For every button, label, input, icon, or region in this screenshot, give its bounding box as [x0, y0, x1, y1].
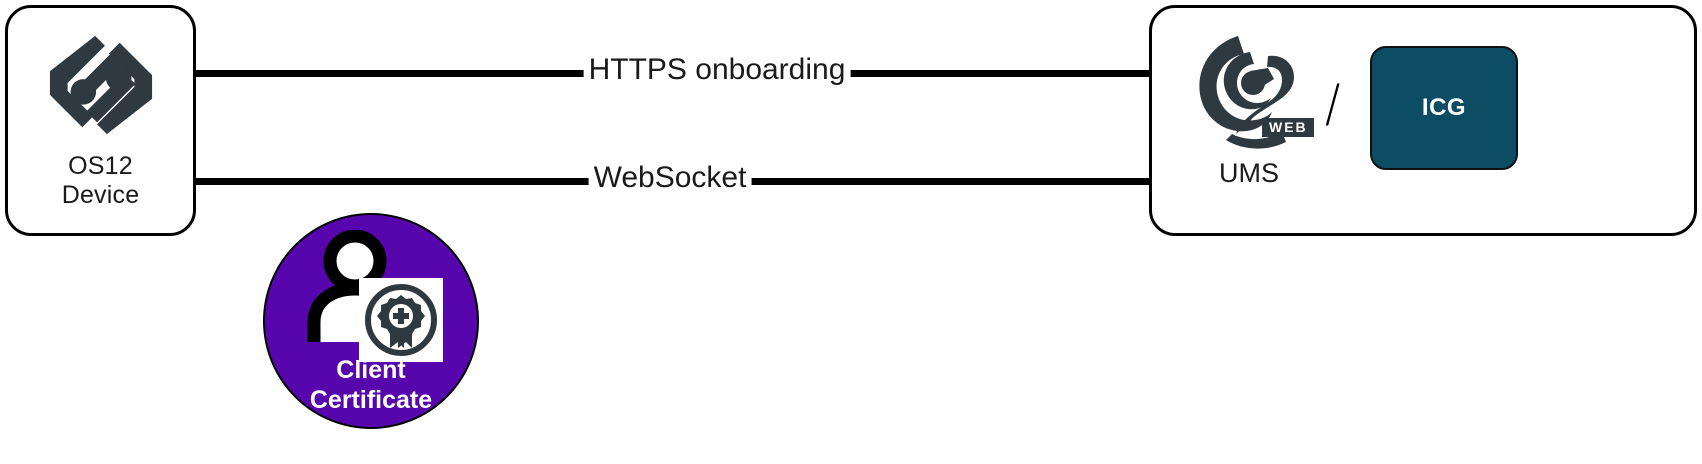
node-os12-label: OS12 Device	[8, 152, 193, 210]
node-ums-label: UMS	[1219, 158, 1279, 188]
node-os12-device[interactable]: OS12 Device	[5, 5, 196, 236]
ums-web-logo-icon	[1190, 30, 1316, 150]
ums-icg-separator: /	[1325, 71, 1340, 139]
node-icg-label: ICG	[1421, 94, 1467, 121]
node-icg[interactable]: ICG	[1370, 46, 1518, 170]
edge-websocket-label: WebSocket	[588, 158, 752, 198]
edge-https-onboarding-label: HTTPS onboarding	[583, 50, 851, 90]
badge-client-certificate-label: Client Certificate	[265, 355, 477, 415]
certificate-seal-icon	[363, 282, 439, 358]
ums-web-badge: WEB	[1262, 118, 1314, 137]
extreme-networks-logo-icon	[42, 30, 160, 140]
node-os12-label-line1: OS12	[68, 152, 133, 180]
node-os12-label-line2: Device	[61, 181, 140, 209]
badge-client-certificate-label-line2: Certificate	[309, 386, 433, 414]
node-ums[interactable]: WEB UMS / ICG	[1149, 5, 1697, 236]
badge-client-certificate-label-line1: Client	[336, 356, 406, 384]
badge-client-certificate[interactable]: Client Certificate	[263, 213, 479, 429]
